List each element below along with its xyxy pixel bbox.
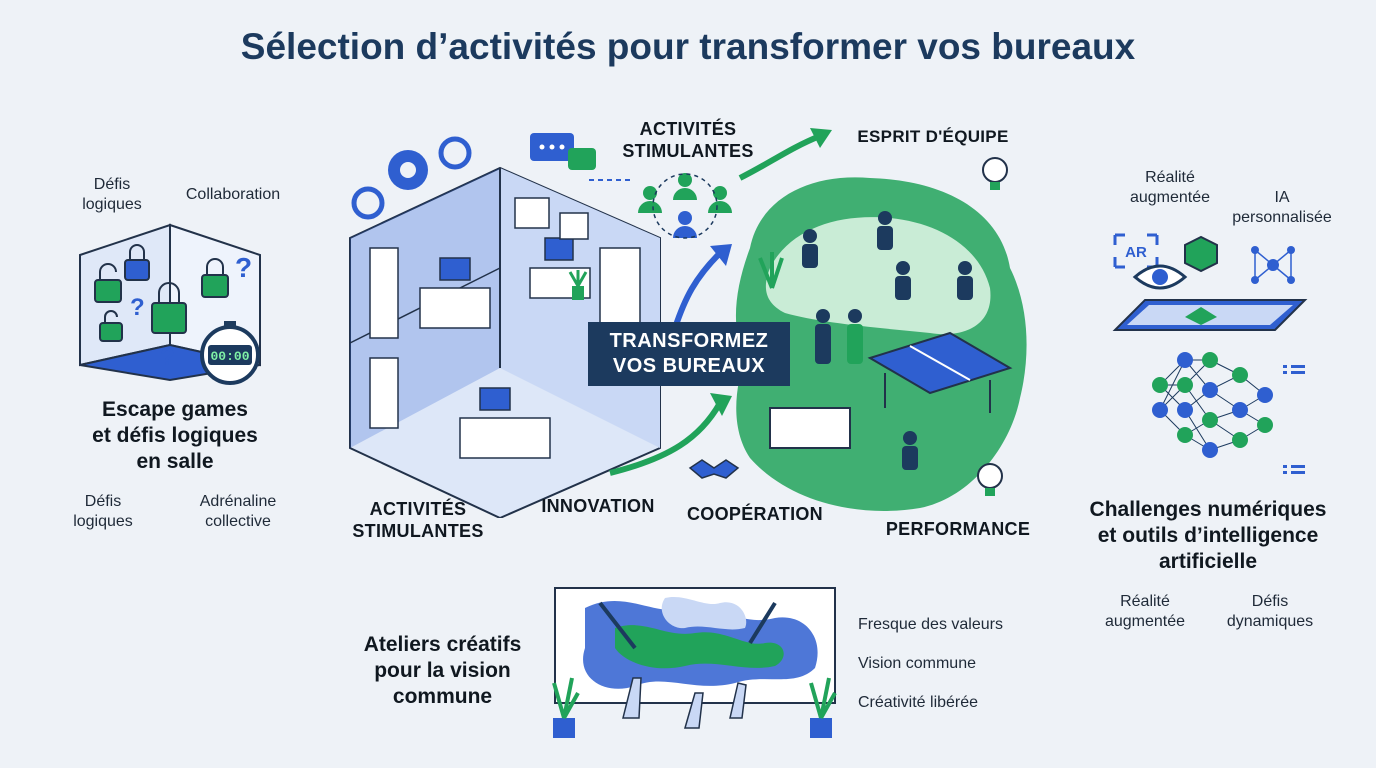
escape-room-illustration: ? ? ? 00:00: [79, 223, 261, 385]
cube-icon: [1184, 235, 1218, 273]
question-mark-icon: ?: [160, 344, 175, 371]
label-performance: PERFORMANCE: [885, 519, 1031, 539]
escape-top-right-label: Collaboration: [185, 186, 281, 203]
digital-heading: Challenges numériques et outils d’intell…: [1089, 498, 1327, 573]
eye-icon: [1132, 264, 1188, 290]
gear-icon: [351, 186, 385, 220]
lightbulb-icon: [982, 157, 1008, 190]
neural-network-icon: [1159, 359, 1266, 451]
padlock-icon: [99, 310, 123, 342]
ai-network-icon: [1251, 246, 1295, 284]
label-innovation: INNOVATION: [541, 496, 655, 516]
chat-bubbles-icon: [530, 133, 596, 170]
gear-icon: [438, 136, 472, 170]
gear-icon: [388, 150, 428, 190]
question-mark-icon: ?: [235, 252, 252, 283]
ar-tag-icon: AR: [1113, 233, 1159, 269]
timer-display: 00:00: [210, 349, 249, 364]
escape-bottom-left-label: Défis logiques: [73, 493, 133, 530]
escape-bottom-right-label: Adrénaline collective: [199, 493, 277, 530]
handshake-icon: [688, 459, 740, 479]
page-title: Sélection d’activités pour transformer v…: [240, 26, 1136, 67]
plant-icon: [552, 677, 837, 738]
padlock-icon: [201, 258, 229, 298]
workshop-item: Créativité libérée: [858, 694, 979, 711]
neural-nodes: [1152, 352, 1273, 458]
transform-badge: TRANSFORMEZ VOS BUREAUX: [588, 322, 790, 386]
paintbrush-icon: [598, 601, 777, 650]
padlock-icon: [151, 282, 187, 334]
digital-ar-label: Réalité augmentée: [1129, 169, 1211, 206]
padlock-icon: [124, 244, 150, 281]
lightbulb-icon: [977, 463, 1003, 496]
digital-tools-illustration: AR: [1112, 233, 1308, 474]
office-transformation-illustration: [349, 128, 1027, 518]
padlock-icon: [94, 263, 122, 303]
escape-heading: Escape games et défis logiques en salle: [92, 398, 258, 473]
escape-top-left-label: Défis logiques: [82, 176, 142, 213]
digital-ia-label: IA personnalisée: [1232, 189, 1332, 226]
label-activites-stimulantes-bottom: ACTIVITÉS STIMULANTES: [352, 499, 484, 541]
label-cooperation: COOPÉRATION: [687, 504, 823, 524]
ar-tag-text: AR: [1125, 244, 1147, 261]
plant-icon: [568, 270, 588, 300]
stopwatch-icon: 00:00: [200, 321, 260, 385]
label-activites-stimulantes-top: ACTIVITÉS STIMULANTES: [622, 119, 754, 161]
fresco-painting-illustration: [552, 587, 837, 738]
question-mark-icon: ?: [130, 294, 145, 321]
people-network-icon: [638, 173, 732, 239]
workshop-item: Fresque des valeurs: [858, 616, 1003, 633]
plant-icon: [758, 252, 784, 289]
label-esprit-equipe: ESPRIT D'ÉQUIPE: [857, 127, 1009, 146]
hand-icon: [622, 677, 747, 729]
workshop-heading: Ateliers créatifs pour la vision commune: [363, 633, 522, 708]
digital-bottom-right-label: Défis dynamiques: [1226, 593, 1314, 630]
board-game-icon: [769, 407, 851, 449]
tablet-icon: [1112, 299, 1308, 331]
list-icon: [1283, 365, 1305, 474]
workshop-item: Vision commune: [858, 655, 976, 672]
ping-pong-table-icon: [867, 331, 1013, 413]
digital-bottom-left-label: Réalité augmentée: [1104, 593, 1186, 630]
